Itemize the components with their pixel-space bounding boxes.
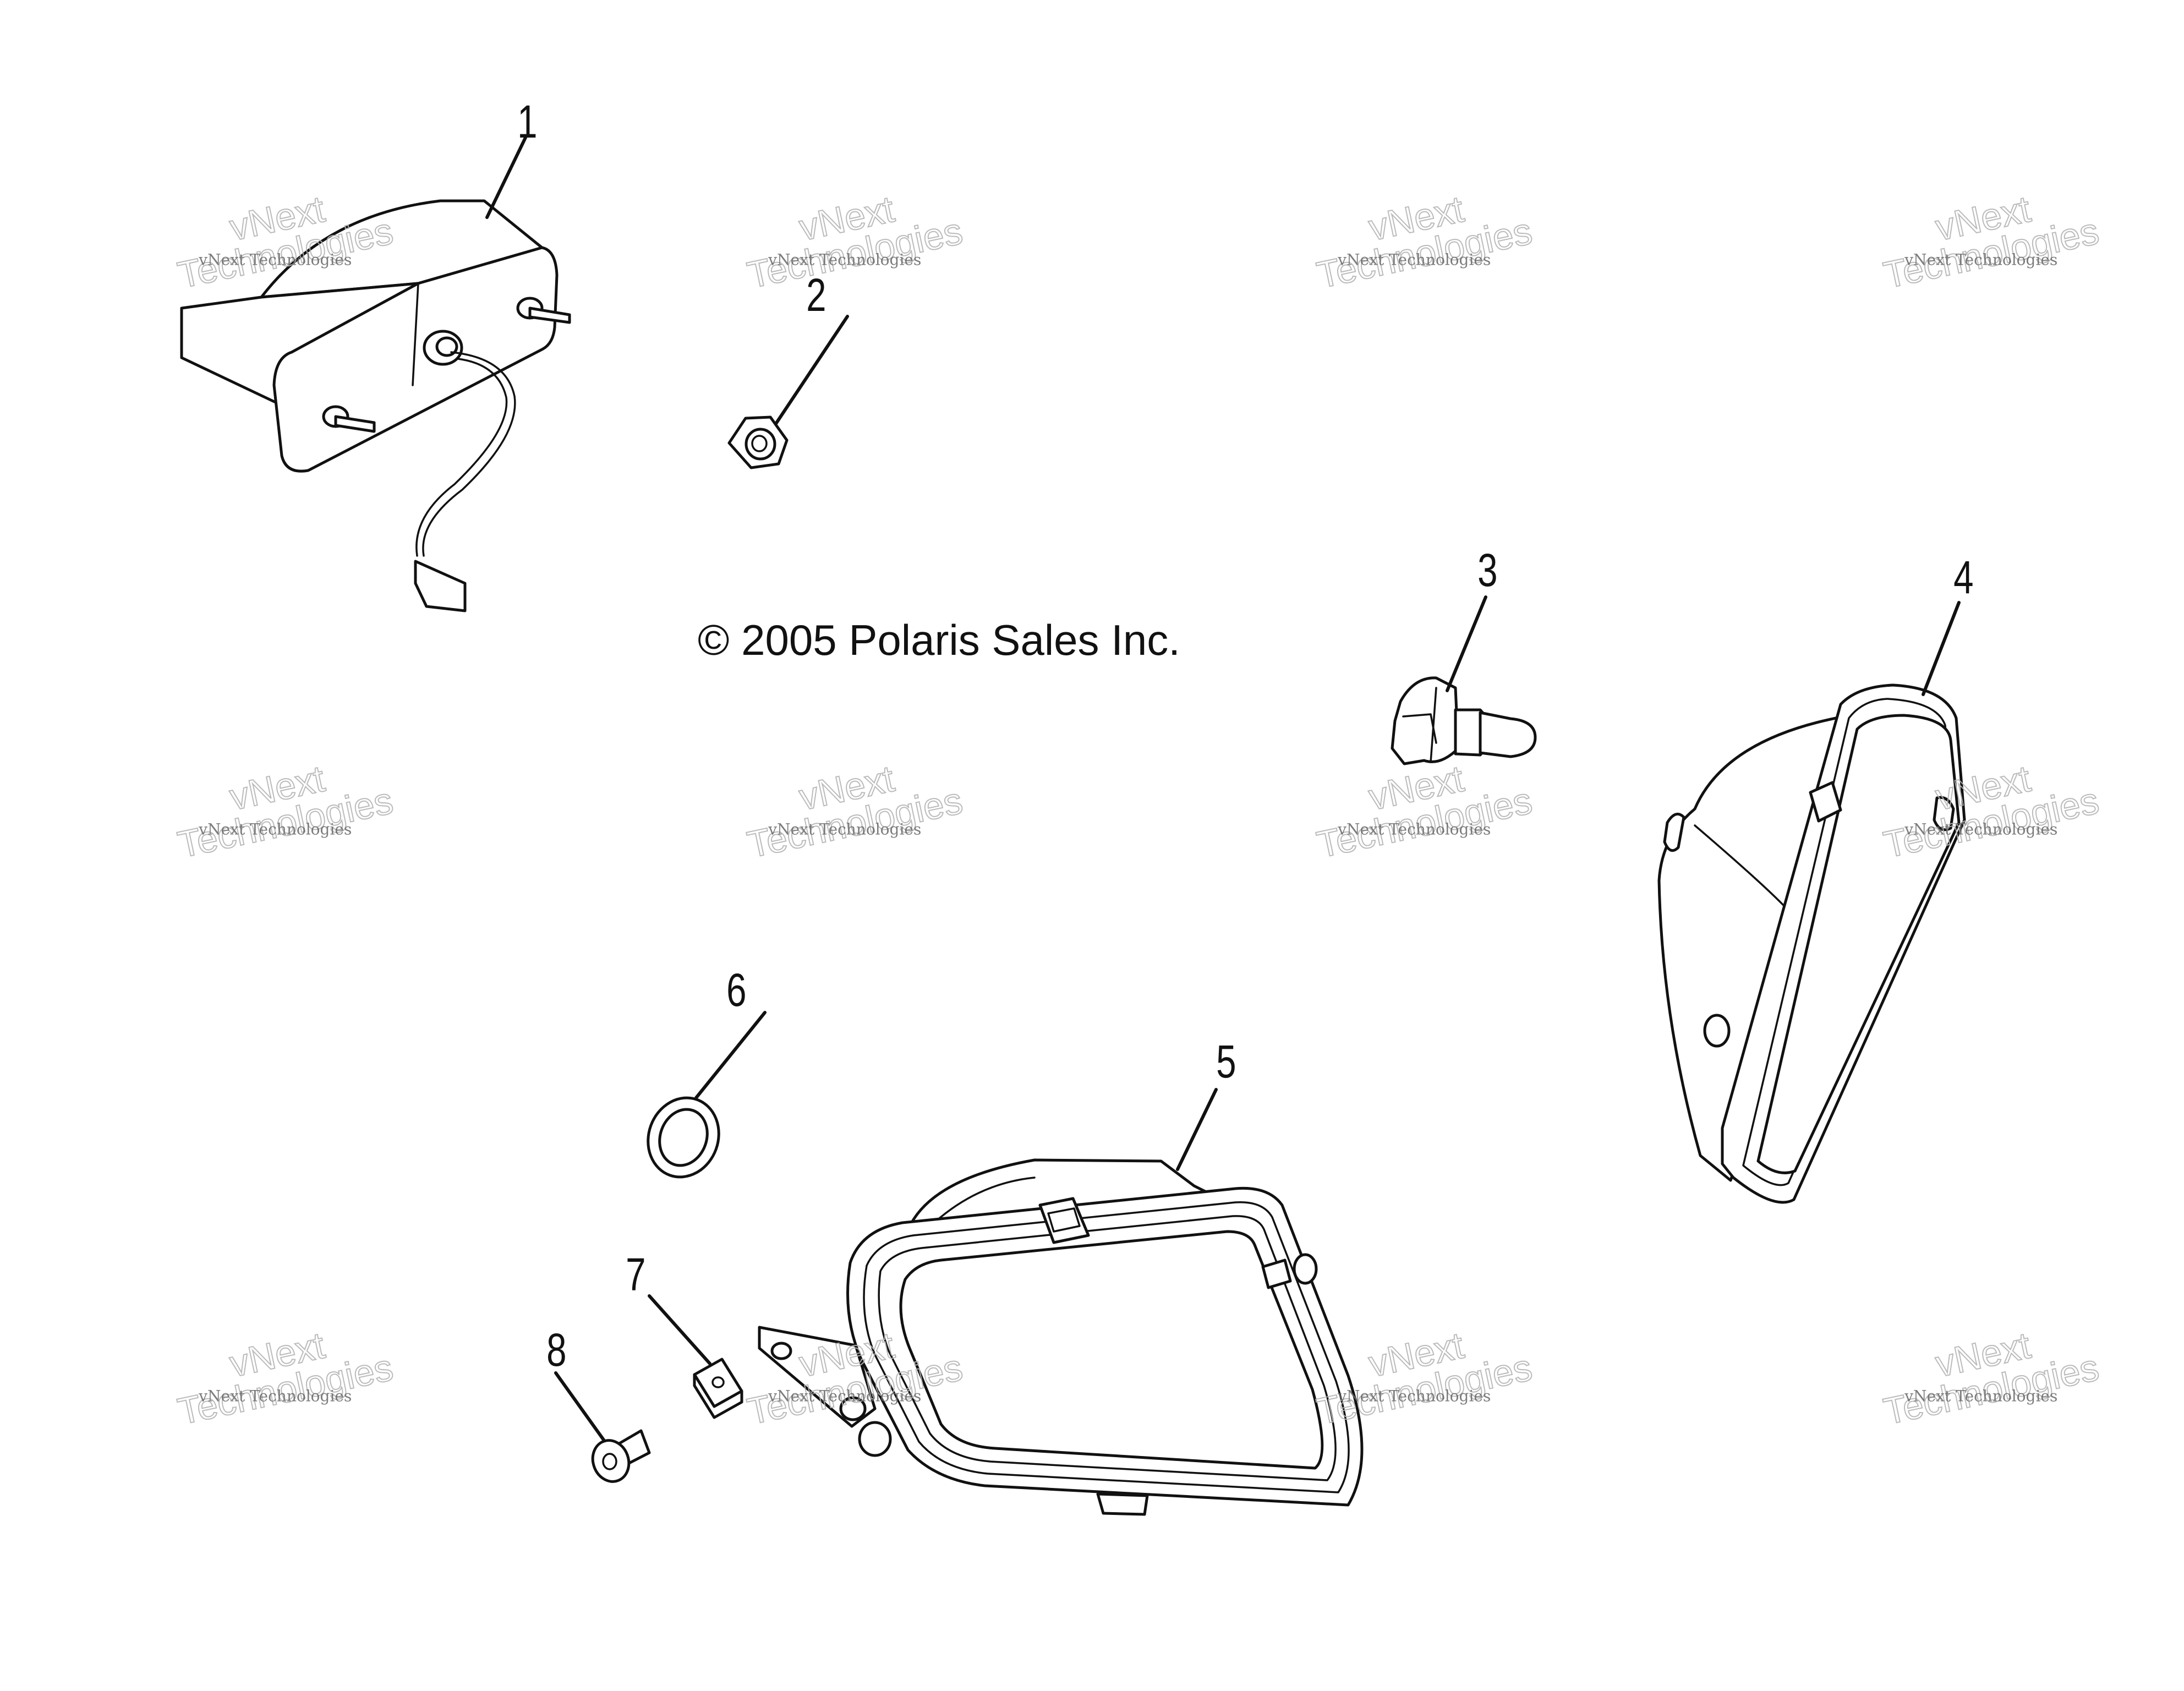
callout-1: 1 (517, 96, 537, 147)
watermark-small: vNext Technologies (768, 1387, 921, 1405)
watermark-small: vNext Technologies (1904, 820, 2057, 838)
watermark-small: vNext Technologies (1337, 250, 1491, 269)
watermark-small: vNext Technologies (198, 250, 352, 269)
watermark-small: vNext Technologies (1904, 1387, 2057, 1405)
callout-5: 5 (1216, 1036, 1236, 1087)
callout-2: 2 (806, 269, 826, 321)
watermark-small: vNext Technologies (198, 1387, 352, 1405)
watermark-small: vNext Technologies (1904, 250, 2057, 269)
part-3-bulb-socket (1391, 676, 1537, 765)
watermark-small: vNext Technologies (768, 820, 921, 838)
leader-5 (1176, 1088, 1218, 1171)
callout-numbers: 1 2 3 4 5 6 7 8 (517, 96, 1973, 1376)
part-4-headlight (1657, 683, 1966, 1204)
leader-8 (554, 1371, 606, 1442)
watermark-small: vNext Technologies (1337, 820, 1491, 838)
callout-6: 6 (726, 964, 746, 1016)
leader-6 (694, 1011, 767, 1099)
leader-7 (648, 1294, 711, 1365)
leader-4 (1922, 601, 1961, 696)
copyright-text: © 2005 Polaris Sales Inc. (698, 616, 1180, 664)
part-7-clip-nut (693, 1358, 743, 1419)
part-8-screw (591, 1429, 651, 1483)
part-2-nut (727, 415, 789, 469)
part-5-headlight (758, 1158, 1364, 1516)
watermark-small: vNext Technologies (1337, 1387, 1491, 1405)
watermark-small: vNext Technologies (198, 820, 352, 838)
part-6-o-ring (647, 1096, 720, 1179)
leader-3 (1446, 595, 1487, 692)
watermark-small: vNext Technologies (768, 250, 921, 269)
callout-3: 3 (1477, 544, 1497, 596)
part-1-tail-light (180, 199, 571, 612)
leader-2 (774, 315, 849, 425)
callout-7: 7 (626, 1249, 645, 1300)
callout-8: 8 (546, 1324, 566, 1376)
leader-1 (485, 136, 527, 219)
callout-4: 4 (1953, 551, 1973, 603)
leader-lines (485, 136, 1961, 1442)
